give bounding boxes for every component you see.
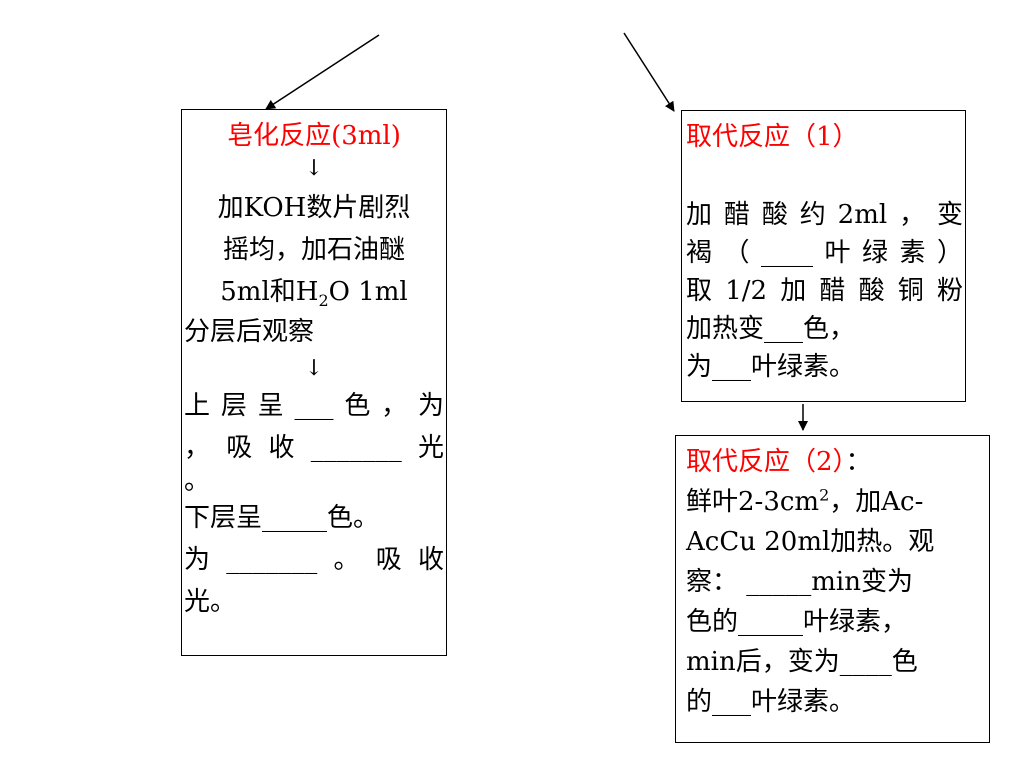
down-arrow-icon: ↓ (304, 156, 324, 181)
saponification-line-4: 分层后观察 (184, 317, 315, 347)
arrow-left-diagonal (265, 34, 380, 110)
substitution-2-line-2: AcCu 20ml加热。观 (686, 527, 935, 557)
saponification-line-3-b: O 1ml (328, 277, 408, 307)
saponification-line-3-a: 5ml和H (220, 277, 319, 307)
substitution-2-title-colon: ： (845, 447, 872, 477)
substitution-1-box: 取代反应（1） 加醋酸约2ml，变 褐（____叶绿素） 取1/2加醋酸铜粉 加… (681, 110, 966, 402)
saponification-line-10: 光。 (184, 587, 237, 617)
saponification-line-5: 上层呈___色，为 (184, 391, 444, 421)
substitution-2-title: 取代反应（2） (686, 447, 846, 477)
substitution-1-line-4: 加热变___色， (686, 314, 856, 344)
substitution-2-title-row: 取代反应（2）： (686, 444, 985, 480)
saponification-line-1: 加KOH数片剧烈 (217, 193, 411, 223)
substitution-2-line-3: 察： _____min变为 (686, 567, 913, 597)
substitution-2-line-6: 的___叶绿素。 (686, 687, 856, 717)
substitution-2-line-4: 色的_____叶绿素， (686, 607, 908, 637)
substitution-2-line-1: 鲜叶2-3cm2，加Ac- (686, 484, 985, 520)
substitution-2-line-1-b: ，加Ac- (829, 487, 924, 517)
substitution-2-line-1-a: 鲜叶2-3cm (686, 487, 820, 517)
saponification-line-7: 。 (184, 466, 211, 496)
saponification-line-6: ，吸收_______光 (184, 433, 444, 463)
substitution-1-line-5: 为___叶绿素。 (686, 352, 856, 382)
saponification-line-9: 为_______。吸收 (184, 545, 444, 575)
saponification-box: 皂化反应(3ml) ↓ 加KOH数片剧烈 摇均，加石油醚 5ml和H2O 1ml… (181, 109, 447, 656)
superscript-2: 2 (819, 485, 830, 505)
substitution-1-line-2: 褐（____叶绿素） (686, 238, 963, 268)
down-arrow-icon: ↓ (304, 356, 324, 381)
subscript-2: 2 (318, 291, 329, 311)
substitution-2-box: 取代反应（2）： 鲜叶2-3cm2，加Ac- AcCu 20ml加热。观 察： … (675, 435, 990, 743)
substitution-1-line-3: 取1/2加醋酸铜粉 (686, 276, 963, 306)
substitution-2-line-5: min后，变为____色 (686, 647, 918, 677)
saponification-line-2: 摇均，加石油醚 (222, 235, 405, 265)
saponification-line-8: 下层呈_____色。 (184, 503, 380, 533)
substitution-1-title: 取代反应（1） (686, 122, 859, 152)
substitution-1-line-1: 加醋酸约2ml，变 (686, 200, 963, 230)
saponification-line-3: 5ml和H2O 1ml (184, 274, 444, 310)
saponification-title: 皂化反应(3ml) (227, 121, 401, 151)
arrow-right-diagonal (623, 32, 675, 112)
